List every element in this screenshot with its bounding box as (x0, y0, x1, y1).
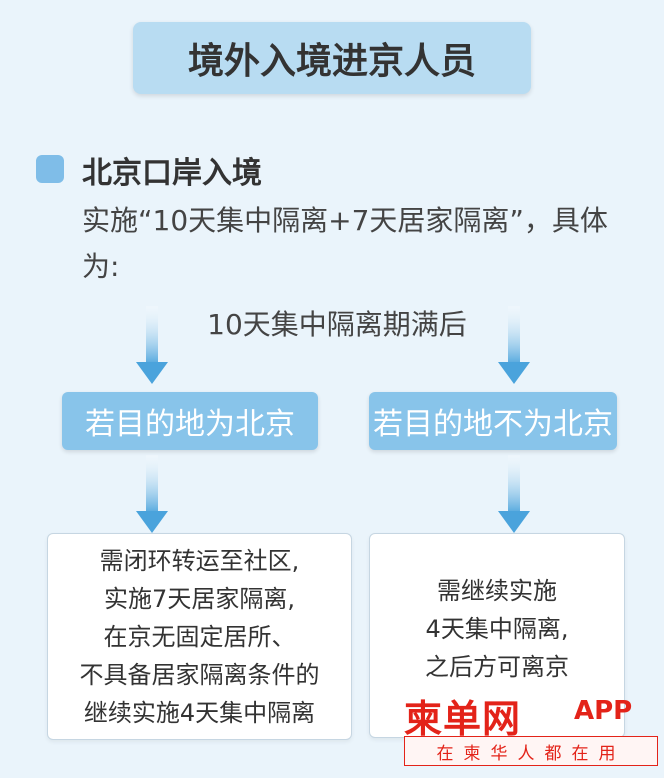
down-arrow-icon (498, 455, 530, 533)
watermark-brand: 柬单网 (404, 697, 522, 741)
info-line: 需继续实施 (437, 577, 557, 605)
info-line: 不具备居家隔离条件的 (79, 660, 320, 689)
info-line: 在京无固定居所、 (103, 622, 296, 651)
after-quarantine-label: 10天集中隔离期满后 (207, 308, 467, 341)
section-description: 实施“10天集中隔离+7天居家隔离”，具体为: (82, 204, 608, 283)
info-line: 需闭环转运至社区, (99, 546, 300, 575)
page-title: 境外入境进京人员 (133, 22, 531, 94)
down-arrow-icon (498, 306, 530, 384)
watermark-slogan: 在柬华人都在用 (404, 736, 658, 766)
beijing-info-box: 需闭环转运至社区, 实施7天居家隔离, 在京无固定居所、 不具备居家隔离条件的 … (47, 533, 352, 740)
section-heading: 北京口岸入境 (82, 156, 262, 191)
info-line: 之后方可离京 (425, 653, 569, 681)
down-arrow-icon (136, 306, 168, 384)
info-line: 4天集中隔离, (425, 615, 569, 643)
down-arrow-icon (136, 455, 168, 533)
destination-beijing-box: 若目的地为北京 (62, 392, 318, 450)
section-bullet (36, 155, 64, 183)
info-line: 继续实施4天集中隔离 (83, 698, 316, 727)
destination-not-beijing-box: 若目的地不为北京 (369, 392, 617, 450)
not-beijing-info-box: 需继续实施 4天集中隔离, 之后方可离京 (369, 533, 625, 738)
info-line: 实施7天居家隔离, (104, 584, 295, 613)
watermark-app: APP (574, 696, 633, 726)
watermark-logo: 柬单网 APP 在柬华人都在用 (404, 688, 658, 772)
